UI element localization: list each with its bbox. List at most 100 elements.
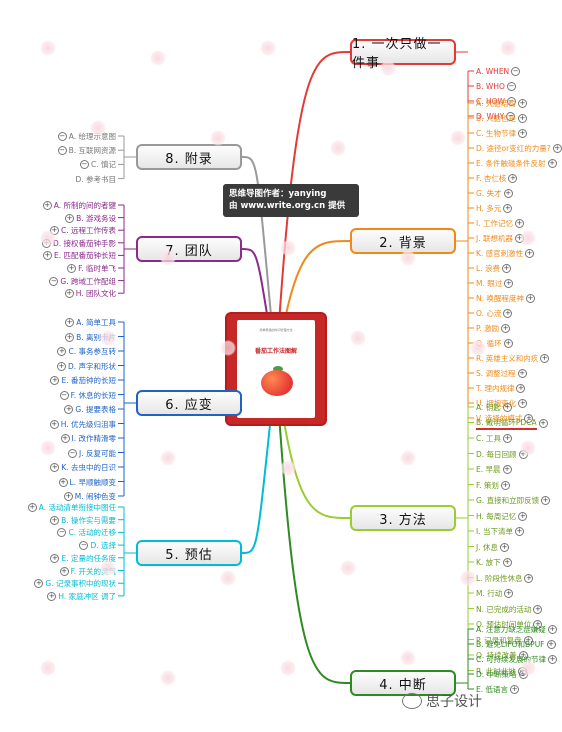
subtopic-item[interactable]: B. 人脑也是 [476,113,527,124]
expand-icon[interactable] [547,159,557,168]
topic-t8[interactable]: 8. 附录 [136,144,242,170]
expand-icon[interactable] [524,573,534,583]
expand-icon[interactable] [503,189,513,198]
subtopic-item[interactable]: F. 休息的长短 [59,390,116,401]
expand-icon[interactable] [65,213,75,223]
expand-icon[interactable] [504,589,514,598]
subtopic-item[interactable]: G. 提要表格 [64,404,116,415]
expand-icon[interactable] [60,434,70,443]
expand-icon[interactable] [502,403,512,412]
expand-icon[interactable] [518,511,528,521]
expand-icon[interactable] [533,620,543,629]
topic-t5[interactable]: 5. 预估 [136,540,242,566]
expand-icon[interactable] [517,99,527,108]
subtopic-item[interactable]: B. 操作实与需要 [50,515,116,526]
expand-icon[interactable] [42,201,52,210]
subtopic-item[interactable]: D. 途径or变红的力量? [476,143,562,154]
subtopic-item[interactable]: F. 开关的灵气 [59,566,116,577]
subtopic-item[interactable]: T. 理内规律 [476,383,526,394]
expand-icon[interactable] [64,289,74,299]
collapse-icon[interactable] [79,160,89,170]
subtopic-item[interactable]: K. 放下 [476,557,512,568]
subtopic-item[interactable]: B. 避免LIFO和BPUF [476,639,556,650]
collapse-icon[interactable] [511,67,521,76]
collapse-icon[interactable] [79,541,89,551]
subtopic-item[interactable]: H. 家庭冲区 调了 [47,591,116,602]
expand-icon[interactable] [49,419,59,429]
collapse-icon[interactable] [57,132,67,141]
expand-icon[interactable] [504,279,514,288]
collapse-icon[interactable] [57,528,67,538]
expand-icon[interactable] [42,251,52,261]
expand-icon[interactable] [508,174,518,183]
expand-icon[interactable] [57,347,67,356]
expand-icon[interactable] [64,405,74,414]
subtopic-item[interactable]: F. 临时单飞 [67,263,116,274]
subtopic-item[interactable]: P. 记录和复盘 [476,635,533,646]
expand-icon[interactable] [59,566,69,576]
collapse-icon[interactable] [57,146,67,156]
topic-t3[interactable]: 3. 方法 [350,505,456,531]
expand-icon[interactable] [503,204,513,213]
subtopic-item[interactable]: J. 联想机器 [476,233,524,244]
subtopic-item[interactable]: H. 多元 [476,203,513,214]
expand-icon[interactable] [533,604,543,614]
subtopic-item[interactable]: Q. 循环 [476,338,513,349]
subtopic-item[interactable]: J. 反复可能 [68,448,116,459]
topic-t4[interactable]: 4. 中断 [350,670,456,696]
subtopic-item[interactable]: S. 调整过程 [476,368,527,379]
subtopic-item[interactable]: D. 声字和形状 [56,361,116,372]
expand-icon[interactable] [546,640,556,649]
subtopic-item[interactable]: B. 游戏务设 [65,213,116,224]
subtopic-item[interactable]: E. 条件触碰条件反射 [476,158,557,169]
subtopic-item[interactable]: I. 当下清单 [476,526,524,537]
expand-icon[interactable] [525,294,535,303]
subtopic-item[interactable]: E. 番茄钟的长短 [50,375,116,386]
subtopic-item[interactable]: E. 定量的任务度 [50,553,116,564]
expand-icon[interactable] [552,144,562,153]
subtopic-item[interactable]: G. 直接和立即反馈 [476,495,551,506]
topic-t7[interactable]: 7. 团队 [136,236,242,262]
subtopic-item[interactable]: O. 心流 [476,308,513,319]
expand-icon[interactable] [503,434,513,443]
subtopic-item[interactable]: B. 互联网资源 [57,145,116,156]
expand-icon[interactable] [503,309,513,318]
expand-icon[interactable] [65,318,75,327]
collapse-icon[interactable] [506,112,516,121]
expand-icon[interactable] [502,465,512,474]
subtopic-item[interactable]: A. 所制的间的者键 [42,200,116,211]
expand-icon[interactable] [34,579,44,589]
expand-icon[interactable] [518,651,528,660]
subtopic-item[interactable]: E. 低语言 [476,684,520,695]
subtopic-item[interactable]: I. 改作精滑零 [60,433,116,444]
subtopic-item[interactable]: A. 大脑结构 [476,98,527,109]
subtopic-item[interactable]: C. 慎记 [79,159,116,170]
collapse-icon[interactable] [506,97,516,106]
subtopic-item[interactable]: G. 记录事积中的现状 [34,578,116,589]
subtopic-item[interactable]: M. 行动 [476,588,514,599]
subtopic-item[interactable]: O. 预估时间单位 [476,619,543,630]
expand-icon[interactable] [501,264,511,273]
collapse-icon[interactable] [49,276,59,286]
subtopic-item[interactable]: U. 拥抱变化 [476,398,528,409]
subtopic-item[interactable]: K. 感官刺激性 [476,248,535,259]
subtopic-item[interactable]: F. 杏仁核 [476,173,518,184]
expand-icon[interactable] [50,463,60,472]
expand-icon[interactable] [525,249,535,258]
expand-icon[interactable] [50,515,60,525]
expand-icon[interactable] [514,527,524,536]
expand-icon[interactable] [538,418,548,428]
subtopic-item[interactable]: C. 可持续发展的节律 [476,654,558,665]
subtopic-item[interactable]: A. 注意力缺乏症嫌疑 [476,624,557,635]
subtopic-item[interactable]: Q. 持续改善 [476,650,528,661]
subtopic-item[interactable]: A. WHEN [476,66,521,77]
subtopic-item[interactable]: C. 事务参互转 [57,346,116,357]
collapse-icon[interactable] [59,390,69,400]
expand-icon[interactable] [514,219,524,228]
collapse-icon[interactable] [68,448,78,458]
expand-icon[interactable] [67,264,77,273]
expand-icon[interactable] [518,399,528,408]
subtopic-item[interactable]: A. 简单工具 [65,317,116,328]
subtopic-item[interactable]: C. HOW [476,96,516,107]
expand-icon[interactable] [547,625,557,634]
